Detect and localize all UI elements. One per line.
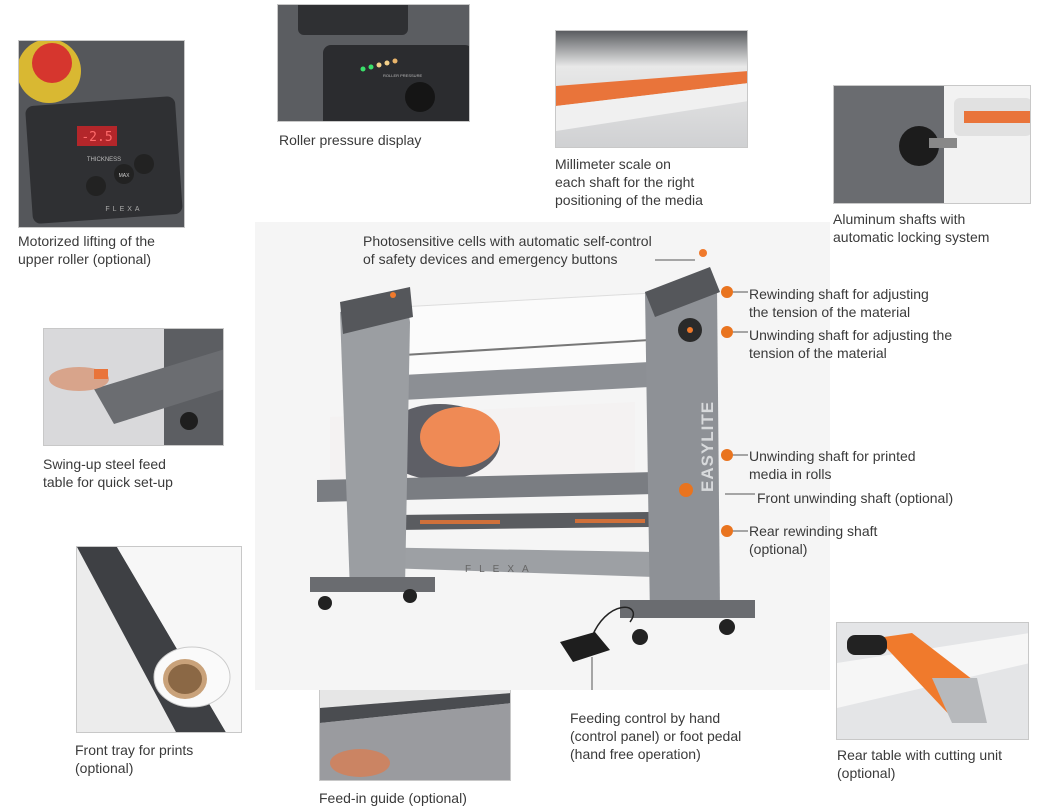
svg-text:MAX: MAX <box>119 173 131 179</box>
front-unwinding-knob-icon <box>679 483 693 497</box>
svg-text:ROLLER PRESSURE: ROLLER PRESSURE <box>383 73 422 78</box>
unwinding-knob-icon <box>721 326 733 338</box>
caption-rear-table: Rear table with cutting unit (optional) <box>837 747 1002 781</box>
caption-motorized-lifting: Motorized lifting of the upper roller (o… <box>18 233 155 267</box>
callout-unwinding-tension: Unwinding shaft for adjusting the tensio… <box>749 327 953 361</box>
photo-swing-up-table <box>43 328 224 446</box>
photo-rear-table <box>836 622 1029 740</box>
svg-text:EASYLITE: EASYLITE <box>698 401 717 492</box>
rewinding-knob-icon <box>721 286 733 298</box>
svg-text:FLEXA: FLEXA <box>465 564 537 575</box>
caption-aluminum-shafts: Aluminum shafts with automatic locking s… <box>833 211 990 245</box>
photo-aluminum-shafts <box>833 85 1031 204</box>
caption-front-tray: Front tray for prints (optional) <box>75 742 194 776</box>
caption-roller-pressure: Roller pressure display <box>279 132 422 148</box>
svg-text:-2.5: -2.5 <box>81 130 112 145</box>
caption-swing-up-table: Swing-up steel feed table for quick set-… <box>43 456 173 490</box>
emergency-button-icon <box>699 249 707 257</box>
emergency-button-icon <box>32 43 72 83</box>
caption-feed-in-guide: Feed-in guide (optional) <box>319 790 467 806</box>
svg-text:THICKNESS: THICKNESS <box>87 157 121 163</box>
photo-millimeter-scale <box>555 30 748 148</box>
photo-roller-pressure: ROLLER PRESSURE <box>277 4 470 122</box>
callout-photosensitive: Photosensitive cells with automatic self… <box>363 233 652 267</box>
unwinding-printed-knob-icon <box>721 449 733 461</box>
callout-unwinding-printed: Unwinding shaft for printed media in rol… <box>749 448 916 482</box>
callout-rewinding-tension: Rewinding shaft for adjusting the tensio… <box>749 286 929 320</box>
callout-feeding-control: Feeding control by hand (control panel) … <box>570 710 742 762</box>
machine-illustration: EASYLITE FLEXA <box>255 222 830 690</box>
pressure-knob-icon <box>405 82 435 112</box>
caption-millimeter-scale: Millimeter scale on each shaft for the r… <box>555 156 703 208</box>
svg-text:FLEXA: FLEXA <box>105 206 142 213</box>
foot-pedal-icon <box>560 632 610 662</box>
rear-rewinding-knob-icon <box>721 525 733 537</box>
photo-front-tray <box>76 546 242 733</box>
photo-motorized-lifting: -2.5 THICKNESS MAX FLEXA <box>18 40 185 228</box>
callout-rear-rewinding: Rear rewinding shaft (optional) <box>749 523 878 557</box>
callout-front-unwinding: Front unwinding shaft (optional) <box>757 490 954 506</box>
